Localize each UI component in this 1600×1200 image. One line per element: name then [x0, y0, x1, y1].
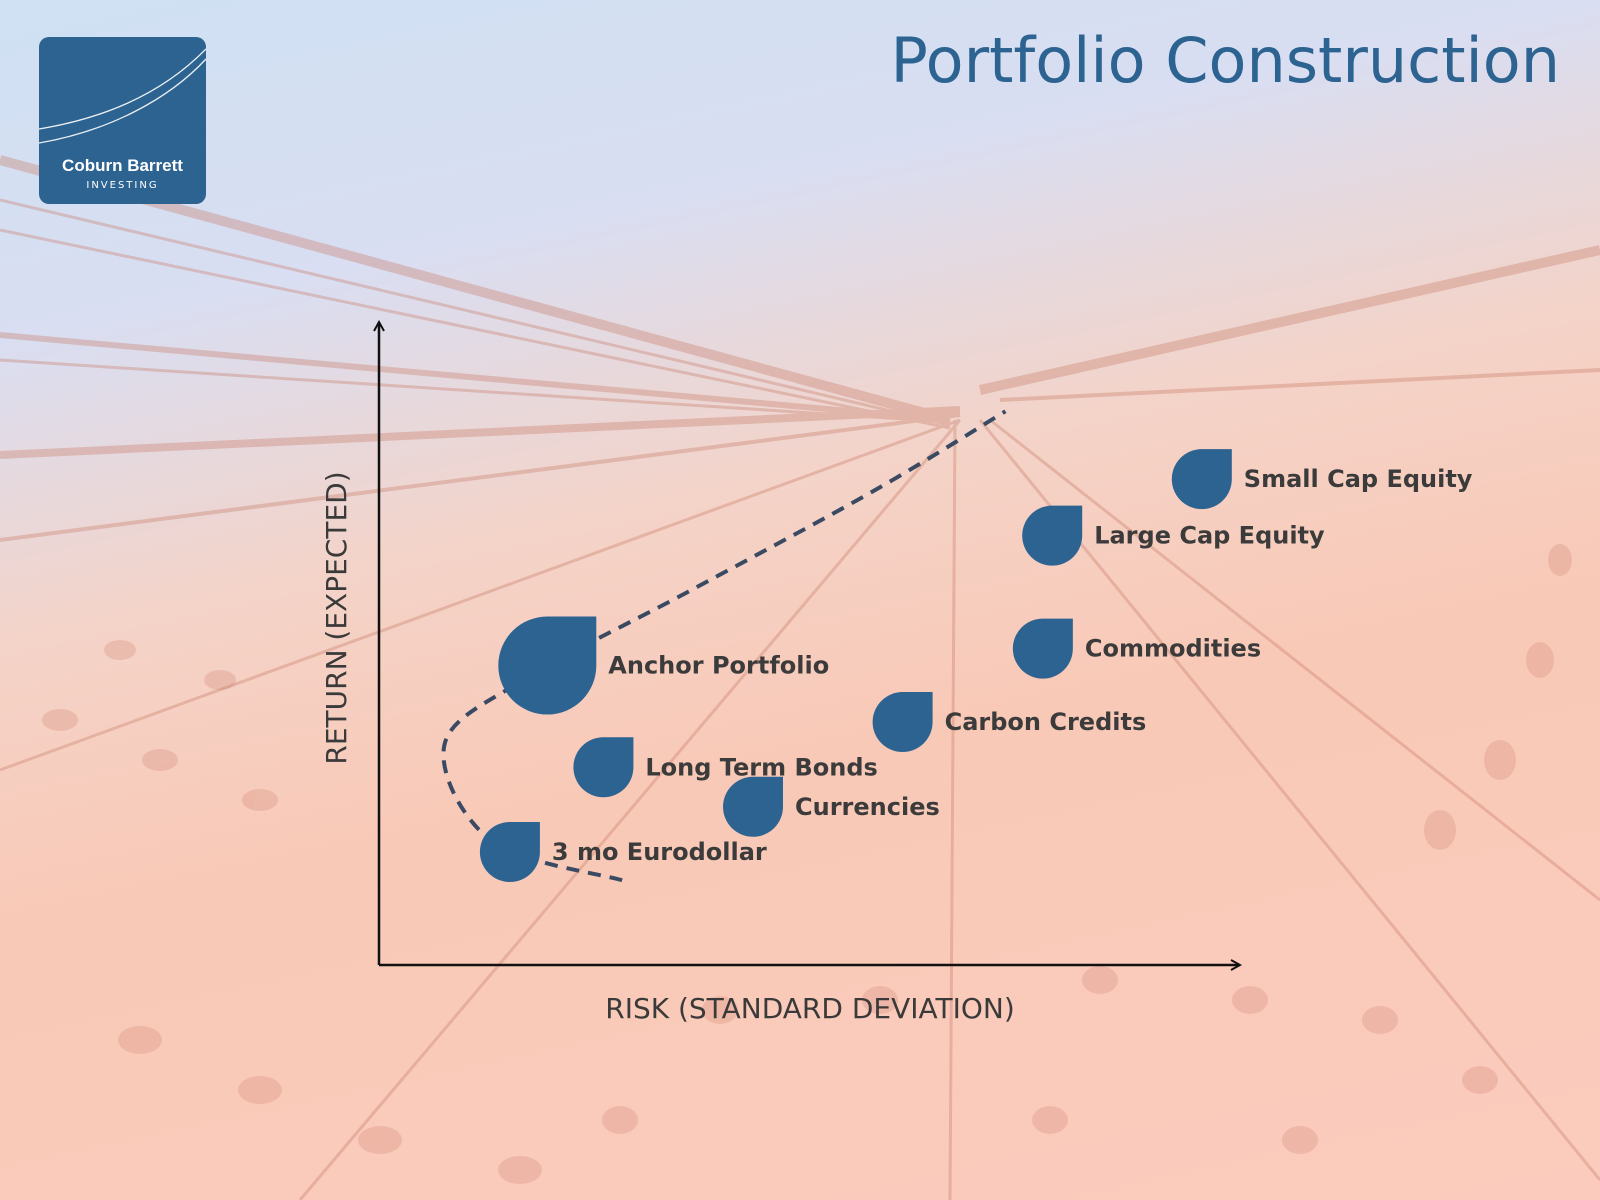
data-point: Small Cap Equity: [1171, 449, 1473, 510]
point-label: Carbon Credits: [945, 708, 1147, 736]
teardrop-marker: [723, 776, 783, 837]
teardrop-marker: [872, 692, 933, 753]
y-axis-title: RETURN (EXPECTED): [320, 471, 353, 764]
page-title: Portfolio Construction: [890, 24, 1560, 97]
point-label: Large Cap Equity: [1094, 522, 1325, 550]
data-point: Long Term Bonds: [573, 737, 878, 798]
data-point: Carbon Credits: [872, 692, 1147, 753]
teardrop-marker: [573, 737, 634, 798]
teardrop-marker: [1171, 449, 1232, 510]
teardrop-marker: [498, 616, 597, 715]
teardrop-marker: [1022, 505, 1083, 566]
data-point: Large Cap Equity: [1022, 505, 1325, 566]
data-point: Anchor Portfolio: [498, 616, 829, 715]
data-point: Currencies: [723, 776, 940, 837]
data-point: Commodities: [1012, 618, 1261, 679]
company-logo: Coburn Barrett INVESTING: [39, 37, 206, 204]
point-label: 3 mo Eurodollar: [552, 838, 767, 866]
point-label: Small Cap Equity: [1244, 465, 1473, 493]
logo-company-name: Coburn Barrett: [62, 156, 183, 175]
logo-tagline: INVESTING: [86, 180, 159, 191]
data-point: 3 mo Eurodollar: [479, 822, 767, 883]
x-axis-title: RISK (STANDARD DEVIATION): [605, 992, 1015, 1025]
teardrop-marker: [1012, 618, 1073, 679]
point-label: Anchor Portfolio: [608, 652, 829, 680]
point-label: Long Term Bonds: [645, 753, 877, 781]
logo-swoosh-icon: [39, 48, 206, 144]
point-label: Commodities: [1085, 635, 1261, 663]
point-label: Currencies: [795, 793, 940, 821]
teardrop-marker: [479, 822, 540, 883]
